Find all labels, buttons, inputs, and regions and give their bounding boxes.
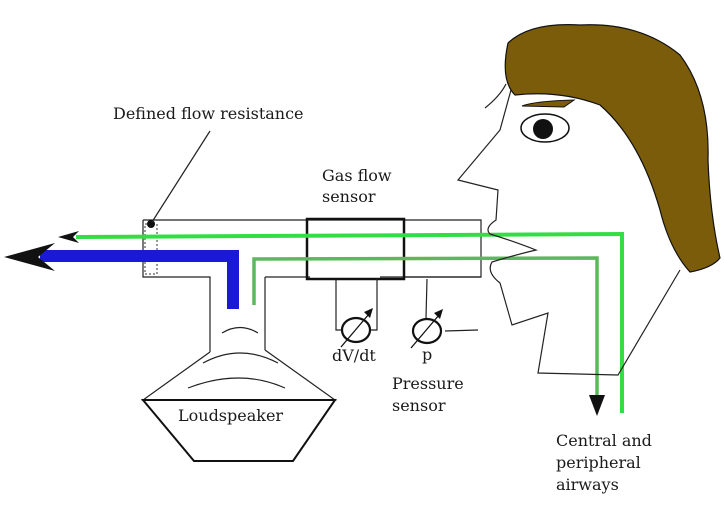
label-pressure-sensor-2: sensor bbox=[392, 396, 446, 415]
label-pressure-symbol: p bbox=[422, 345, 432, 364]
flow-resistance-element bbox=[144, 223, 158, 275]
gas-flow-sensor-box bbox=[305, 217, 406, 281]
label-gas-flow-sensor-1: Gas flow bbox=[322, 166, 392, 185]
pressure-sensor-output bbox=[444, 329, 479, 332]
label-loudspeaker: Loudspeaker bbox=[178, 406, 283, 425]
label-airways-2: peripheral bbox=[556, 453, 641, 472]
pressure-sensor-wire bbox=[425, 278, 428, 319]
hair bbox=[504, 24, 721, 273]
green-arrowhead-icon bbox=[58, 231, 79, 243]
blue-arrowhead-icon bbox=[4, 243, 55, 271]
label-airways-3: airways bbox=[556, 475, 619, 494]
blue-flow-path bbox=[40, 250, 239, 309]
loudspeaker-body bbox=[140, 399, 337, 462]
loudspeaker-cone bbox=[141, 349, 337, 401]
green-bright-line bbox=[75, 231, 624, 413]
mouthpiece-tube bbox=[142, 219, 482, 352]
pupil bbox=[533, 119, 553, 139]
airways-arrowhead-icon bbox=[589, 395, 605, 416]
label-defined-flow-resistance: Defined flow resistance bbox=[113, 104, 304, 123]
eyebrow bbox=[521, 99, 576, 108]
sound-wave-1 bbox=[221, 326, 259, 334]
label-flow-symbol: dV/dt bbox=[332, 346, 376, 365]
green-muted-line bbox=[252, 256, 599, 395]
sound-wave-2 bbox=[202, 352, 279, 364]
resistance-pointer-line bbox=[151, 130, 211, 223]
label-pressure-sensor-1: Pressure bbox=[392, 374, 464, 393]
label-gas-flow-sensor-2: sensor bbox=[322, 187, 376, 206]
face-profile bbox=[456, 83, 681, 376]
label-airways-1: Central and bbox=[556, 431, 652, 450]
resistance-dot bbox=[147, 220, 155, 228]
flow-meter-icon bbox=[340, 308, 373, 348]
flow-sensor-wires bbox=[335, 279, 378, 331]
sound-wave-3 bbox=[187, 377, 286, 389]
pressure-meter-icon bbox=[410, 309, 443, 349]
